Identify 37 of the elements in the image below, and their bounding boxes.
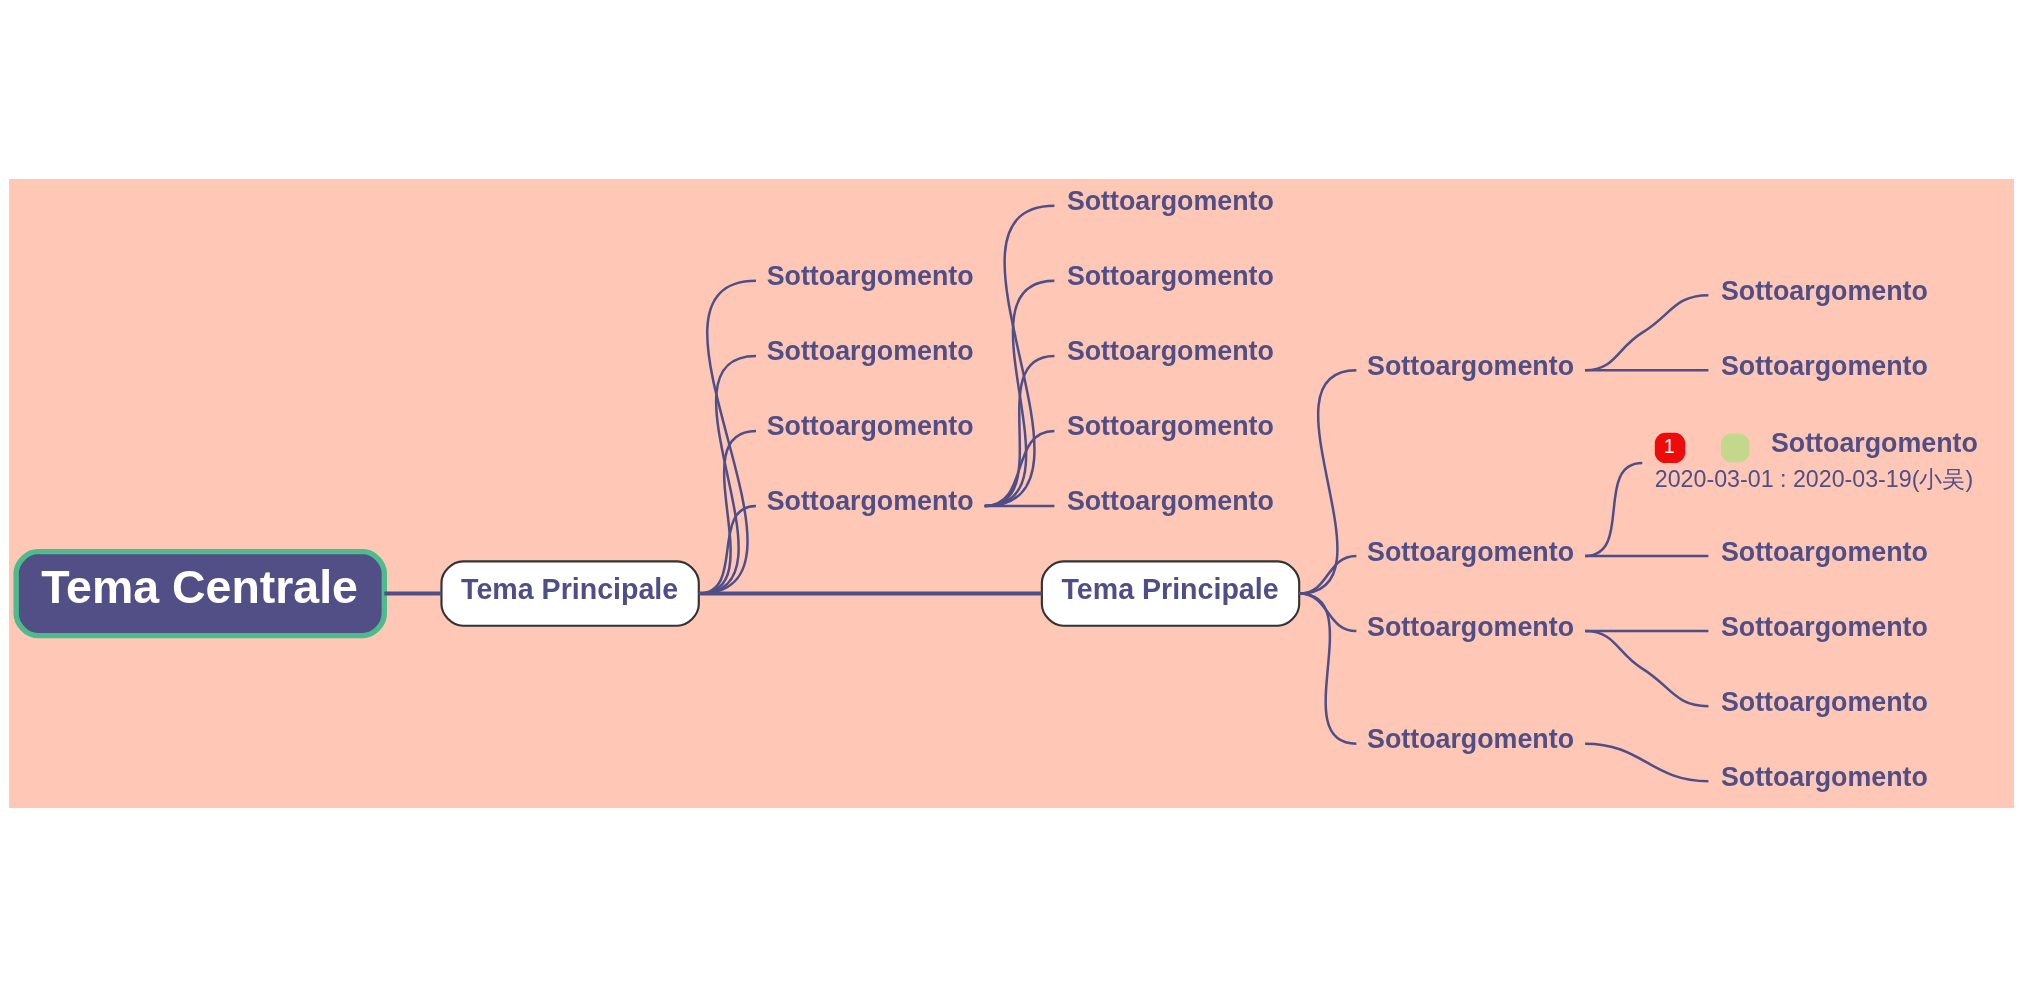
connector <box>384 591 442 596</box>
node-box: Tema Principale <box>1040 559 1301 627</box>
node-text: Sottoargomento <box>1367 350 1575 381</box>
node-text: Sottoargomento <box>1720 611 1928 642</box>
node-text: Sottoargomento <box>1066 260 1274 291</box>
connector <box>1298 591 1357 745</box>
connector <box>984 204 1055 507</box>
node-text: Sottoargomento <box>1720 275 1928 306</box>
node-text: Sottoargomento <box>766 485 974 516</box>
node-text: Sottoargomento <box>1066 485 1274 516</box>
connector <box>984 504 1055 507</box>
node-text: Sottoargomento <box>766 410 974 441</box>
node-text: Sottoargomento <box>1066 410 1274 441</box>
connector <box>984 279 1055 507</box>
node-box: Tema Centrale <box>13 548 387 638</box>
connector <box>1585 368 1709 371</box>
node-text: Sottoargomento <box>1720 686 1928 717</box>
node-label: 2020-03-01 : 2020-03-19(小吴) <box>1654 465 1974 492</box>
node-text: Sottoargomento <box>1367 723 1575 754</box>
node-text: Sottoargomento <box>766 260 974 291</box>
connector <box>1585 293 1709 371</box>
node-text: Sottoargomento <box>1367 536 1575 567</box>
node-label: Sottoargomento <box>1770 427 1978 458</box>
connector <box>1585 554 1709 557</box>
node-text: Sottoargomento <box>1720 350 1928 381</box>
connector <box>984 354 1055 507</box>
connector <box>1585 629 1709 707</box>
connector <box>984 429 1055 507</box>
connector <box>698 591 1042 596</box>
node-text: Sottoargomento <box>1720 536 1928 567</box>
node-text: Sottoargomento <box>1367 611 1575 642</box>
node-text: Sottoargomento <box>1720 761 1928 792</box>
connector <box>1585 741 1709 782</box>
node-text: Sottoargomento <box>766 335 974 366</box>
node-text: Sottoargomento <box>1066 185 1274 216</box>
node-text: Sottoargomento <box>1066 335 1274 366</box>
node-box: Tema Principale <box>440 559 700 627</box>
